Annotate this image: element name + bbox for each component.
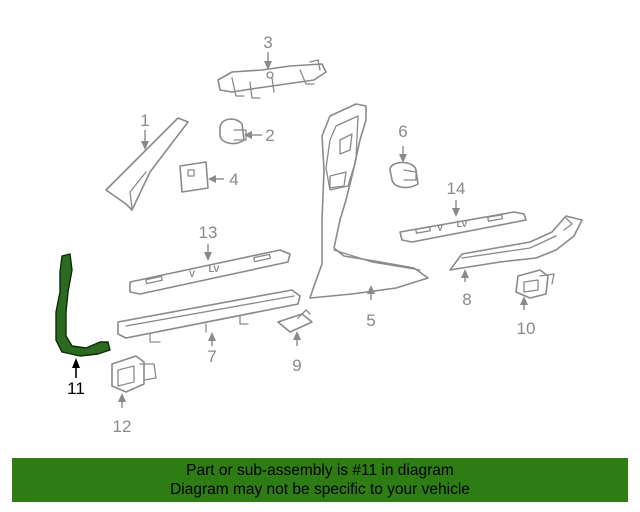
arrow-7 <box>208 332 216 341</box>
callout-9[interactable]: 9 <box>292 356 301 375</box>
callout-7[interactable]: 7 <box>207 347 216 366</box>
callout-13[interactable]: 13 <box>199 223 218 242</box>
arrow-3 <box>264 61 272 70</box>
info-banner: Part or sub-assembly is #11 in diagram D… <box>12 458 628 502</box>
arrow-14 <box>452 208 460 217</box>
callout-6[interactable]: 6 <box>398 122 407 141</box>
callout-4[interactable]: 4 <box>229 170 238 189</box>
part-6-grommet[interactable] <box>389 161 419 189</box>
arrow-4 <box>208 175 216 183</box>
part-13-scuff-plate[interactable] <box>129 249 291 295</box>
callout-11[interactable]: 11 <box>67 379 85 398</box>
callout-10[interactable]: 10 <box>517 319 536 338</box>
callout-3[interactable]: 3 <box>263 33 272 52</box>
part-11-highlighted-trim[interactable] <box>55 253 111 357</box>
arrow-12 <box>118 393 126 402</box>
emboss-v-14: V <box>437 223 443 233</box>
arrow-6 <box>399 154 407 163</box>
part-5-b-pillar[interactable] <box>309 103 429 299</box>
part-12-clip[interactable] <box>111 355 157 393</box>
arrow-2 <box>244 131 252 139</box>
callout-5[interactable]: 5 <box>366 311 375 330</box>
part-9-bracket[interactable] <box>277 309 313 333</box>
arrow-9 <box>293 331 301 340</box>
emboss-v-13: V <box>189 269 195 279</box>
callout-1[interactable]: 1 <box>140 111 149 130</box>
arrow-5 <box>367 285 375 294</box>
callout-14[interactable]: 14 <box>447 179 466 198</box>
arrow-8 <box>461 269 469 278</box>
emboss-lv-13: LV <box>209 264 220 274</box>
arrow-13 <box>204 252 212 261</box>
part-1-pillar-trim[interactable] <box>105 117 189 211</box>
emboss-lv-14: LV <box>457 219 468 229</box>
banner-line-2: Diagram may not be specific to your vehi… <box>170 481 470 498</box>
part-10-clip[interactable] <box>515 269 555 299</box>
callout-2[interactable]: 2 <box>265 126 274 145</box>
part-4-pad[interactable] <box>179 161 209 193</box>
callout-12[interactable]: 12 <box>113 417 132 436</box>
arrow-11 <box>72 358 80 368</box>
part-7-front-sill[interactable] <box>117 289 301 343</box>
part-2-clip[interactable] <box>219 118 247 145</box>
banner-line-1: Part or sub-assembly is #11 in diagram <box>186 462 454 479</box>
arrow-10 <box>520 296 528 305</box>
part-3-bracket[interactable] <box>217 59 327 99</box>
arrow-1 <box>141 141 149 150</box>
part-8-rear-sill[interactable] <box>449 215 583 271</box>
callout-8[interactable]: 8 <box>462 290 471 309</box>
parts-diagram: 3 1 2 4 5 6 V LV <box>55 33 583 436</box>
part-14-scuff-plate[interactable] <box>399 211 527 243</box>
